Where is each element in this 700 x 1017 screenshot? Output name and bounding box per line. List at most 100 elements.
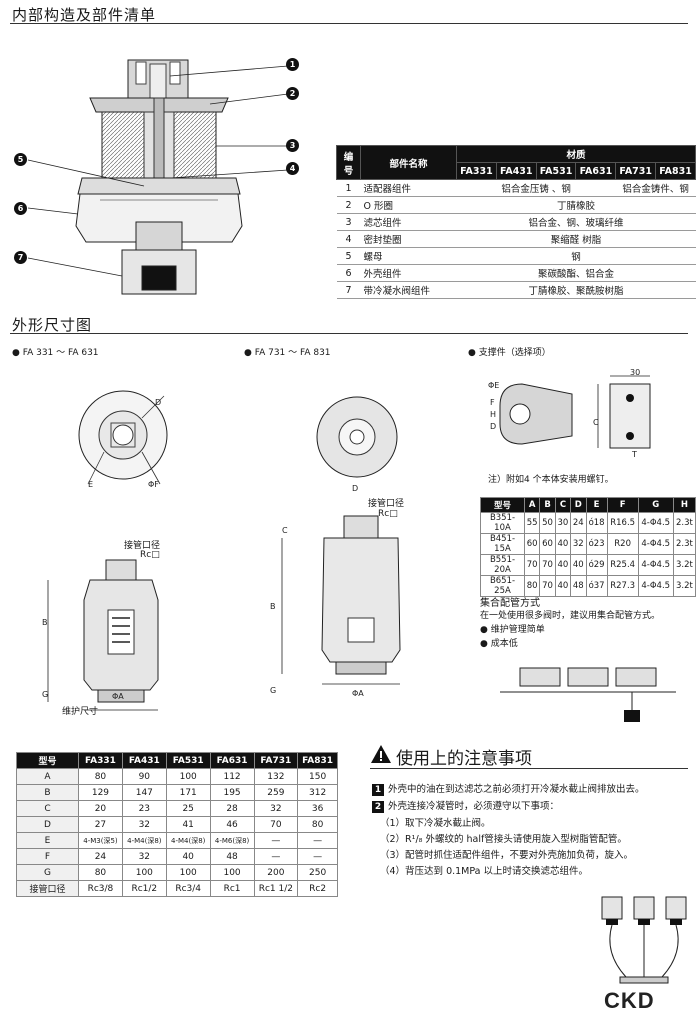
callout-1: 1 xyxy=(286,58,299,71)
row-label: A xyxy=(16,768,79,785)
cell: 55 xyxy=(523,512,541,534)
cell: 60 xyxy=(523,533,541,555)
part-num: 2 xyxy=(336,196,361,214)
cell: 32 xyxy=(121,816,167,833)
ckd-logo: CKD xyxy=(604,988,655,1013)
table-row: C 20 23 25 28 32 36 xyxy=(16,800,338,817)
cell: ó18 xyxy=(585,512,608,534)
cell: ó29 xyxy=(585,554,608,576)
model-header: 型号 xyxy=(16,752,79,769)
cell: B451-15A xyxy=(480,533,525,555)
bracket-note: 注）附如4 个本体安装用螺钉。 xyxy=(488,475,614,485)
part-material: 铝合金铸件、钢 xyxy=(615,179,696,197)
dim-label-30: 30 xyxy=(630,368,641,377)
cell: 3.2t xyxy=(672,554,697,576)
manifold-title: 集合配管方式 xyxy=(480,598,540,609)
table-row: B 129 147 171 195 259 312 xyxy=(16,784,338,801)
part-material: 钢 xyxy=(456,247,696,265)
cell: 25 xyxy=(165,800,211,817)
header-model: FA331 xyxy=(456,162,497,180)
table-row: F 24 32 40 48 — — xyxy=(16,848,338,865)
cell: 28 xyxy=(209,800,255,817)
cell: — xyxy=(253,832,299,849)
section-title-internal: 内部构造及部件清单 xyxy=(12,6,157,24)
header-model: FA831 xyxy=(655,162,696,180)
caution-sub-2: （2）R¹/₈ 外螺纹的 half管接头请使用旋入型树脂管配管。 xyxy=(380,834,627,845)
table-row: 5 螺母 钢 xyxy=(336,247,696,265)
model-header: FA431 xyxy=(121,752,167,769)
model-header: FA731 xyxy=(253,752,299,769)
table-row: B351-10A 55 50 30 24 ó18 R16.5 4-Φ4.5 2.… xyxy=(480,512,697,534)
manifold-item2: ● 成本低 xyxy=(480,639,518,649)
row-label: F xyxy=(16,848,79,865)
cell: 40 xyxy=(554,554,572,576)
header-num: 编号 xyxy=(336,145,361,180)
cell: R16.5 xyxy=(606,512,639,534)
row-label: C xyxy=(16,800,79,817)
cell: 200 xyxy=(253,864,299,881)
row-label: G xyxy=(16,864,79,881)
cell: 32 xyxy=(570,533,587,555)
port-label: 接管口径 xyxy=(368,499,405,509)
cell: ó37 xyxy=(585,575,608,597)
cell: 41 xyxy=(165,816,211,833)
part-name: O 形圈 xyxy=(360,196,457,214)
callout-4: 4 xyxy=(286,162,299,175)
manifold-drawing xyxy=(500,667,676,722)
cell: 90 xyxy=(121,768,167,785)
dim-label-h: H xyxy=(490,410,497,419)
cell: — xyxy=(297,832,338,849)
cell: 4-Φ4.5 xyxy=(637,512,674,534)
bracket-header: 型号 xyxy=(480,497,525,513)
cell: 30 xyxy=(554,512,572,534)
part-material: 铝合金压铸 、钢 xyxy=(456,179,616,197)
part-num: 5 xyxy=(336,247,361,265)
bracket-header: A xyxy=(523,497,541,513)
dim-label-phia2: ΦA xyxy=(352,689,364,698)
row-label: B xyxy=(16,784,79,801)
caution-sub-1: （1）取下冷凝水截止阀。 xyxy=(380,818,491,829)
part-name: 滤芯组件 xyxy=(360,213,457,231)
cell: 40 xyxy=(554,575,572,597)
table-row: 6 外壳组件 聚碳酸酯、铝合金 xyxy=(336,264,696,282)
cell: Rc3/8 xyxy=(78,880,123,897)
cell: R27.3 xyxy=(606,575,639,597)
header-model: FA431 xyxy=(495,162,537,180)
bracket-header: C xyxy=(554,497,572,513)
dim-label-phie: ΦE xyxy=(488,381,500,390)
part-num: 4 xyxy=(336,230,361,248)
header-model: FA731 xyxy=(615,162,657,180)
cell: 4-M3(深5) xyxy=(78,832,123,849)
cell: 60 xyxy=(539,533,556,555)
callout-6: 6 xyxy=(14,202,27,215)
bracket-header: D xyxy=(570,497,587,513)
label-fa731-831: ● FA 731 ～ FA 831 xyxy=(244,348,331,358)
cell: Rc2 xyxy=(297,880,338,897)
cell: 70 xyxy=(539,554,556,576)
row-label: E xyxy=(16,832,79,849)
caution-title: 使用上的注意事项 xyxy=(396,749,532,769)
dim-label-e: E xyxy=(88,480,94,489)
cell: 4-Φ4.5 xyxy=(637,533,674,555)
cell: 24 xyxy=(78,848,123,865)
cell: 195 xyxy=(209,784,255,801)
cell: 48 xyxy=(209,848,255,865)
bracket-table: 型号 A B C D E F G H B351-10A 55 50 30 24 … xyxy=(480,497,697,597)
manifold-item1: ● 维护管理简单 xyxy=(480,625,545,635)
dim-label-c2: C xyxy=(282,526,288,535)
cell: 32 xyxy=(253,800,299,817)
cell: 132 xyxy=(253,768,299,785)
part-name: 适配器组件 xyxy=(360,179,457,197)
cell: 27 xyxy=(78,816,123,833)
cell: 150 xyxy=(297,768,338,785)
part-num: 1 xyxy=(336,179,361,197)
callout-3: 3 xyxy=(286,139,299,152)
cell: 40 xyxy=(554,533,572,555)
callout-7: 7 xyxy=(14,251,27,264)
model-header: FA831 xyxy=(297,752,338,769)
cell: 46 xyxy=(209,816,255,833)
dim-label-d: D xyxy=(155,398,162,407)
part-name: 密封垫圈 xyxy=(360,230,457,248)
cell: B351-10A xyxy=(480,512,525,534)
part-material: 丁腈橡胶 xyxy=(456,196,696,214)
